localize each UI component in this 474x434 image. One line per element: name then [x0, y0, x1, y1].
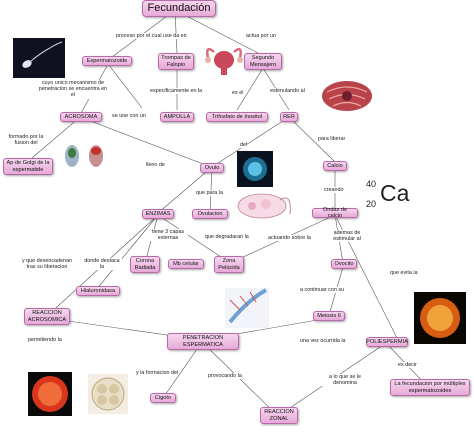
node-ampolla[interactable]: AMPOLLA	[160, 112, 194, 122]
golgi-image	[60, 138, 108, 172]
node-enzimas[interactable]: ENZIMAS	[142, 209, 174, 219]
node-ap-de-golgi[interactable]: Ap de Golgi de la espermatide	[3, 158, 53, 175]
node-espermatozoide[interactable]: Espermatozoide	[82, 56, 132, 66]
ovulo-image	[237, 151, 273, 187]
node-corona-radiada[interactable]: Corona Radiada	[130, 256, 160, 273]
zygote-image	[88, 374, 128, 414]
egg-image	[28, 372, 72, 416]
link-label-que-para: que para la	[196, 190, 223, 197]
node-trompas-de-falopio[interactable]: Trompas de Falopio	[158, 53, 194, 70]
link-label-provocando: provocando la	[208, 373, 242, 380]
node-ondas-de-calcio[interactable]: Ondas de calcio	[312, 207, 358, 219]
link-label-se-une: se une con un	[112, 113, 146, 120]
rer-image	[322, 81, 372, 111]
link-label-lleno-de: lleno de	[146, 162, 165, 169]
calcium-atomic-number: 20	[366, 199, 377, 209]
link-label-continuar: a continuar con su	[300, 287, 345, 294]
node-reaccion-zonal[interactable]: REACCION ZONAL	[260, 407, 298, 424]
node-poliespermia[interactable]: POLIESPERMIA	[366, 337, 408, 347]
link-label-que-evita: que evita la	[390, 270, 418, 277]
link-label-creando: creando	[324, 187, 344, 194]
uterus-image	[205, 47, 243, 75]
link-label-se-da-en: se da en	[166, 33, 187, 40]
node-mb-celular[interactable]: Mb celular	[168, 259, 204, 269]
link-label-estimulando: estimulando al	[270, 88, 305, 95]
link-label-formacion: y la formacion del	[136, 370, 179, 377]
link-label-especificamente: especificamente en la	[150, 88, 203, 95]
link-label-actuando: actuando sobre la	[268, 235, 311, 242]
link-label-para-liberar: para liberar	[318, 136, 346, 143]
link-label-es-el: es el	[232, 90, 244, 97]
node-rer[interactable]: RER	[280, 112, 298, 122]
link-label-lo-que: a lo que se le denomina	[320, 374, 370, 387]
node-ovulo[interactable]: Ovulo	[200, 163, 224, 173]
node-segundo-mensajero[interactable]: Segundo Mensajero	[244, 53, 282, 70]
link-label-proceso: proceso por el cual un	[116, 33, 170, 40]
link-label-formado: formado por la fusion del	[6, 134, 46, 147]
link-label-desencadenan: y que desencadenan tras su liberacion	[20, 258, 74, 271]
node-cigoto[interactable]: Cigoto	[150, 393, 176, 403]
polyspermy-image	[414, 292, 466, 344]
node-penetracion-espermatica[interactable]: PENETRACION ESPERMATICA	[167, 333, 239, 350]
link-label-cuyo-unico: cuyo unico mecanismo de penetracion se e…	[36, 80, 110, 99]
link-label-una-vez: una vez ocurrida la	[300, 338, 346, 345]
link-label-actua: actua por un	[246, 33, 276, 40]
ovulation-image	[237, 193, 291, 219]
node-acrosoma[interactable]: ACROSOMA	[60, 112, 102, 122]
link-label-tiene-3: tiene 3 capas externas	[148, 229, 188, 242]
node-reaccion-acrosomica[interactable]: REACCION ACROSOMICA	[24, 308, 70, 325]
link-label-del: del	[240, 142, 248, 149]
calcium-mass-number: 40	[366, 179, 377, 189]
node-trifosfato-de-inositol[interactable]: Trifosfato de Inositol	[206, 112, 268, 122]
sperm-image	[13, 38, 65, 78]
node-fecundacion-multiple[interactable]: La fecundacion por múltiples espermatozo…	[390, 379, 470, 396]
link-label-permitiendo: permitiendo la	[28, 337, 62, 344]
node-calcio[interactable]: Calcio	[323, 161, 347, 171]
node-ovulacion[interactable]: Ovulacion	[192, 209, 228, 219]
node-zona-pelucida[interactable]: Zona Pelúcida	[214, 256, 244, 273]
node-fecundacion[interactable]: Fecundación	[142, 0, 216, 17]
calcium-symbol: Ca	[380, 180, 410, 206]
node-hialuronidasa[interactable]: Hialuronidasa	[76, 286, 120, 296]
link-label-ademas: ademas de estimular al	[326, 230, 368, 243]
link-label-donde-destaca: donde destaca la	[82, 258, 122, 271]
link-label-es-decir: es decir	[398, 362, 417, 369]
node-ovocito[interactable]: Ovocito	[331, 259, 357, 269]
node-meiosis-ii[interactable]: Meiosis II	[313, 311, 345, 321]
link-label-que-degradaran: que degradaran la	[205, 234, 249, 241]
sperm-penetration-image	[225, 288, 269, 328]
